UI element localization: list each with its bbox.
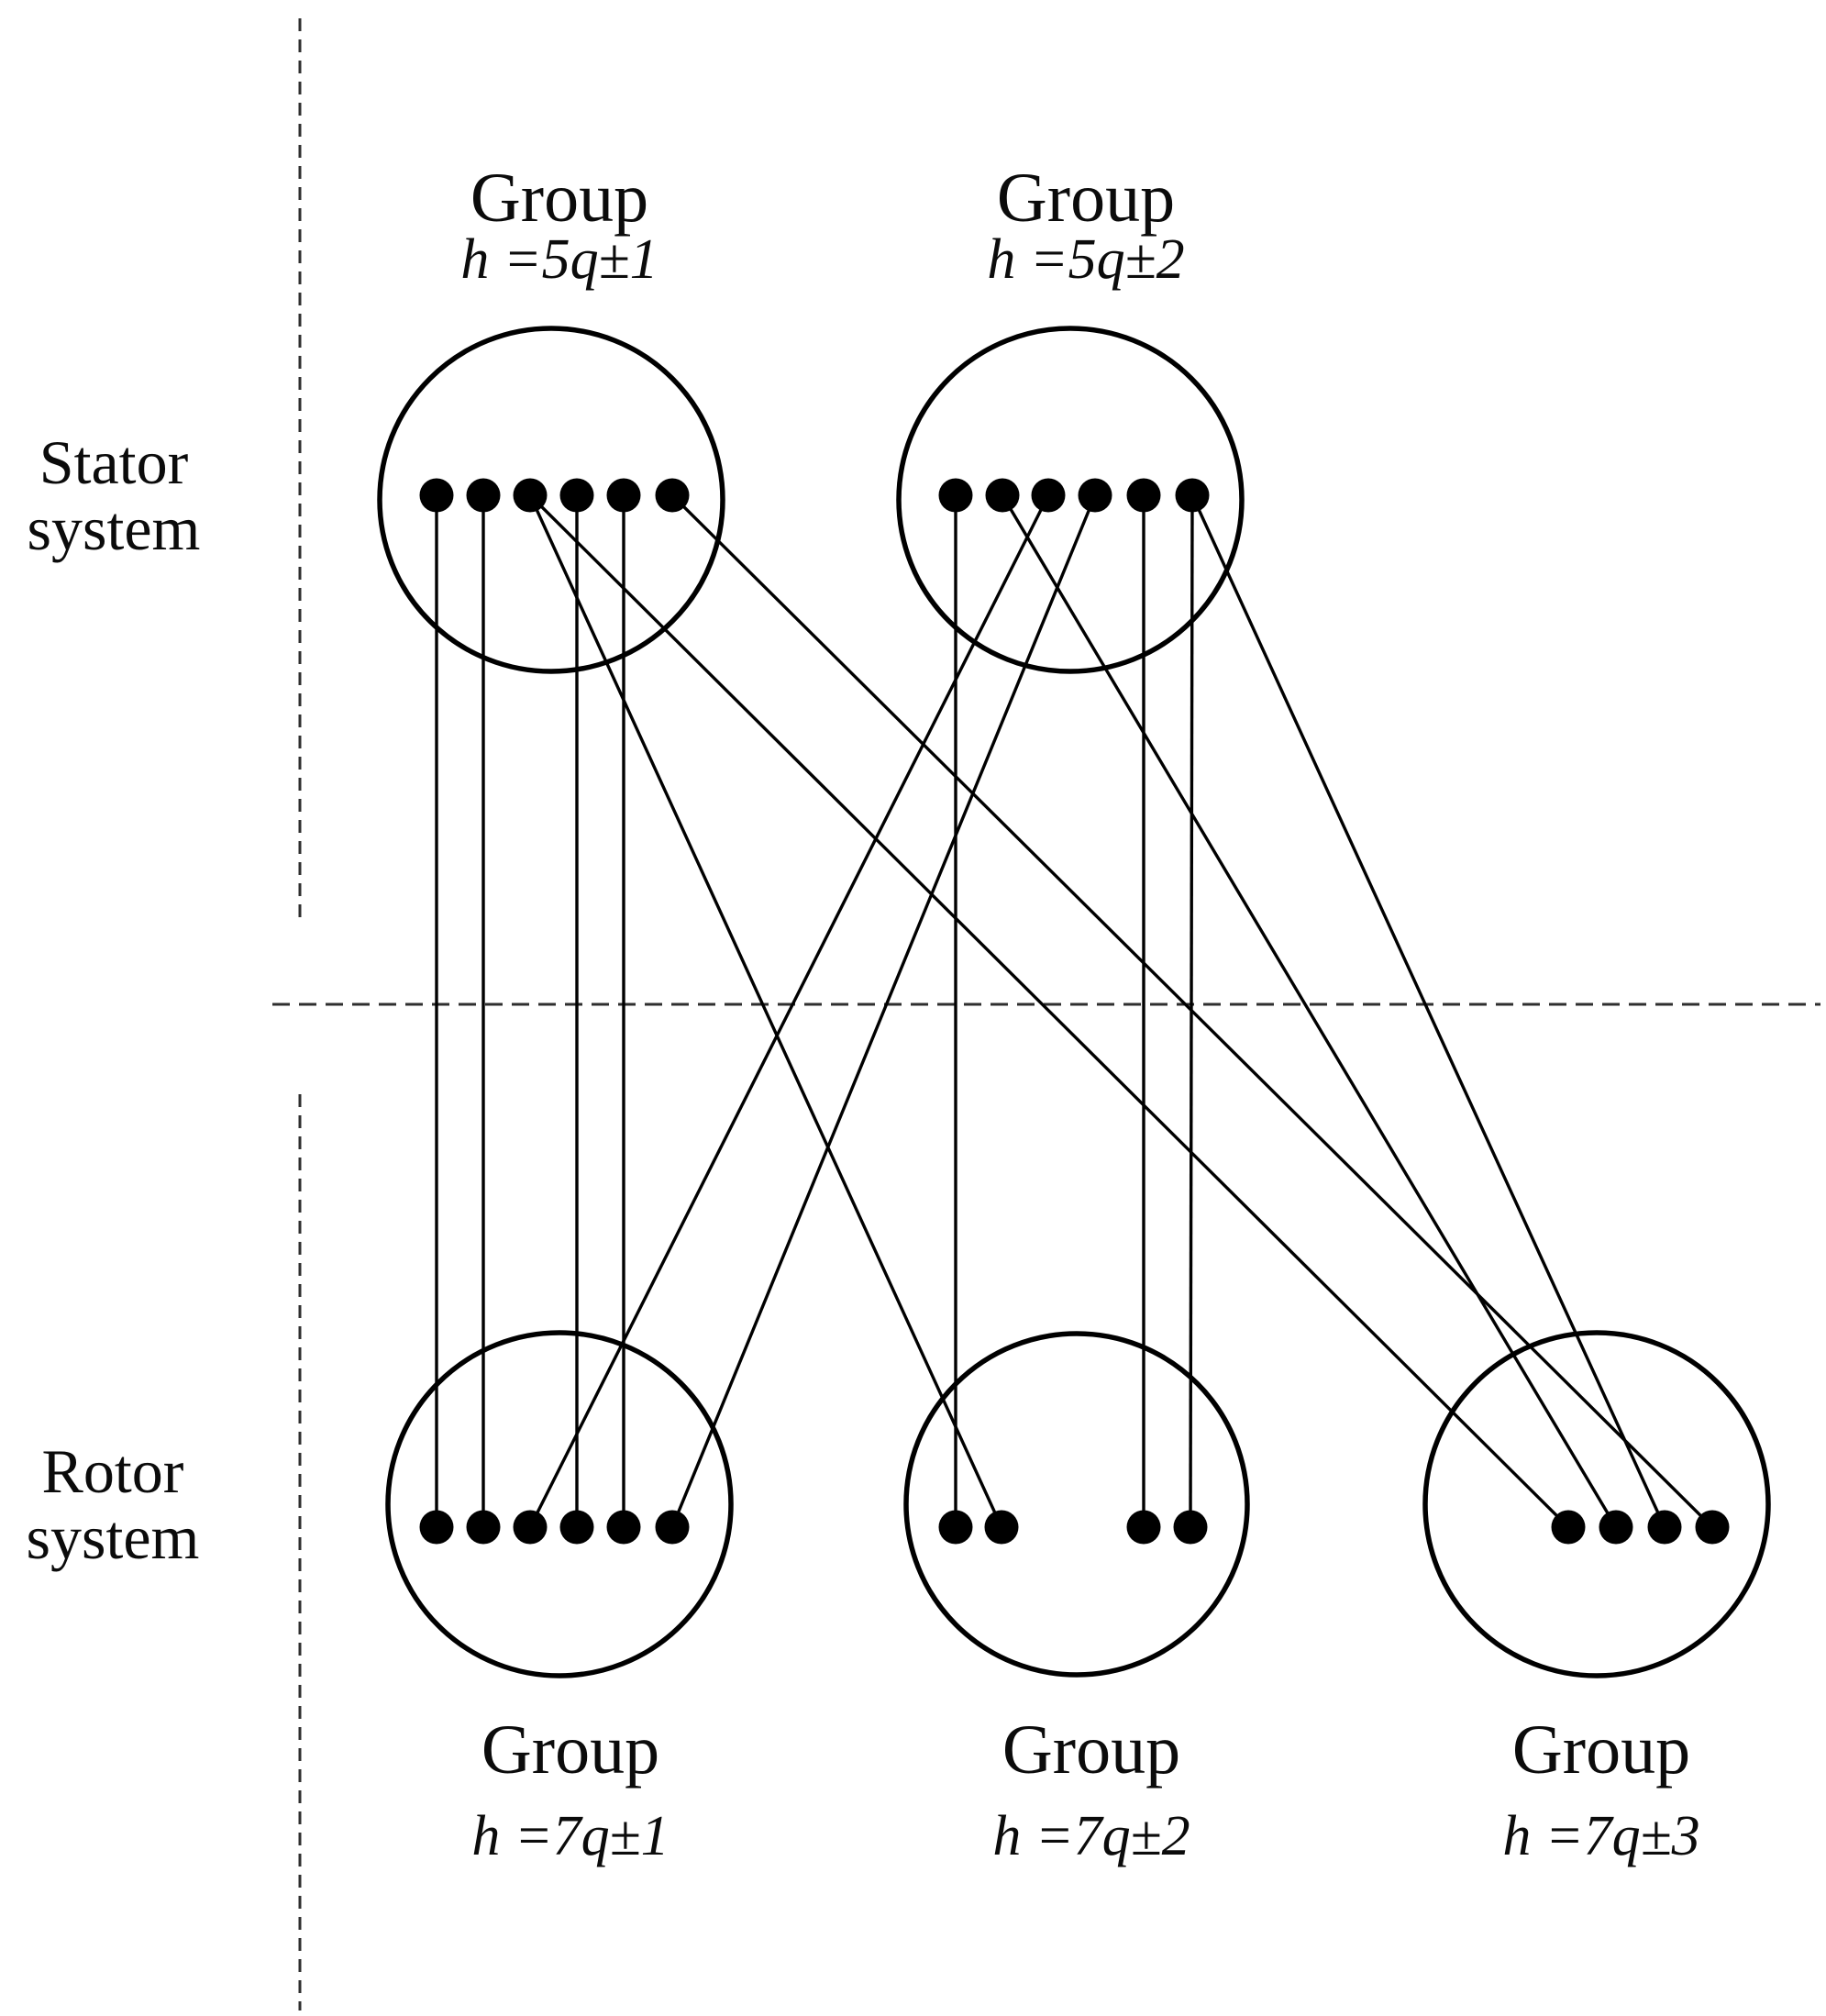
edge-s2-dot6-to-r3-dot3	[1190, 494, 1666, 1528]
group-formula-r2: h =7q±2	[992, 1805, 1190, 1867]
dot-s1-6	[655, 478, 690, 513]
dot-r1-6	[655, 1510, 690, 1545]
edge-s2-dot3-to-r1-dot3	[528, 494, 1050, 1528]
dot-r3-1	[1551, 1510, 1586, 1545]
group-title-s2: Group	[996, 160, 1176, 237]
dot-r2-4	[1173, 1510, 1208, 1545]
edge-s2-dot4-to-r1-dot6	[670, 494, 1097, 1528]
dot-s2-3	[1031, 478, 1066, 513]
dot-s1-2	[466, 478, 501, 513]
group-formula-r3: h =7q±3	[1502, 1805, 1700, 1867]
rotor-system-label: Rotor system	[26, 1436, 200, 1572]
edge-s2-dot2-to-r3-dot2	[1001, 494, 1618, 1528]
dot-s1-4	[559, 478, 594, 513]
group-title-s1: Group	[470, 160, 649, 237]
dot-r1-2	[466, 1510, 501, 1545]
group-circle-r1	[385, 1330, 734, 1678]
group-circle-s1	[377, 326, 725, 674]
group-formula-s1: h =5q±1	[460, 228, 658, 291]
group-title-r2: Group	[1002, 1711, 1181, 1789]
dot-r1-4	[559, 1510, 594, 1545]
stator-system-label: Stator system	[27, 427, 201, 563]
group-formula-s2: h =5q±2	[987, 228, 1185, 291]
dot-s2-4	[1078, 478, 1112, 513]
group-circle-r3	[1422, 1330, 1771, 1678]
dot-r2-3	[1126, 1510, 1161, 1545]
dot-r1-3	[513, 1510, 548, 1545]
dot-s2-5	[1126, 478, 1161, 513]
group-circle-r2	[903, 1331, 1250, 1678]
group-formula-r1: h =7q±1	[471, 1805, 670, 1867]
dot-r1-5	[606, 1510, 641, 1545]
dot-r2-1	[938, 1510, 973, 1545]
dot-s1-5	[606, 478, 641, 513]
dot-r2-2	[984, 1510, 1019, 1545]
dot-s1-1	[419, 478, 454, 513]
dot-s2-6	[1175, 478, 1210, 513]
group-title-r3: Group	[1511, 1711, 1691, 1789]
dot-s2-2	[985, 478, 1020, 513]
group-title-r1: Group	[481, 1711, 660, 1789]
edge-s1-dot3-to-r2-dot2	[528, 494, 1003, 1528]
dot-r3-3	[1647, 1510, 1682, 1545]
dot-r1-1	[419, 1510, 454, 1545]
dot-r3-2	[1599, 1510, 1633, 1545]
edge-s1-dot3-to-r3-dot1	[528, 493, 1570, 1529]
dot-r3-4	[1695, 1510, 1730, 1545]
edge-s2-dot6-to-r2-dot4	[1189, 494, 1194, 1528]
dot-s2-1	[938, 478, 973, 513]
group-circle-s2	[896, 326, 1245, 674]
dot-s1-3	[513, 478, 548, 513]
